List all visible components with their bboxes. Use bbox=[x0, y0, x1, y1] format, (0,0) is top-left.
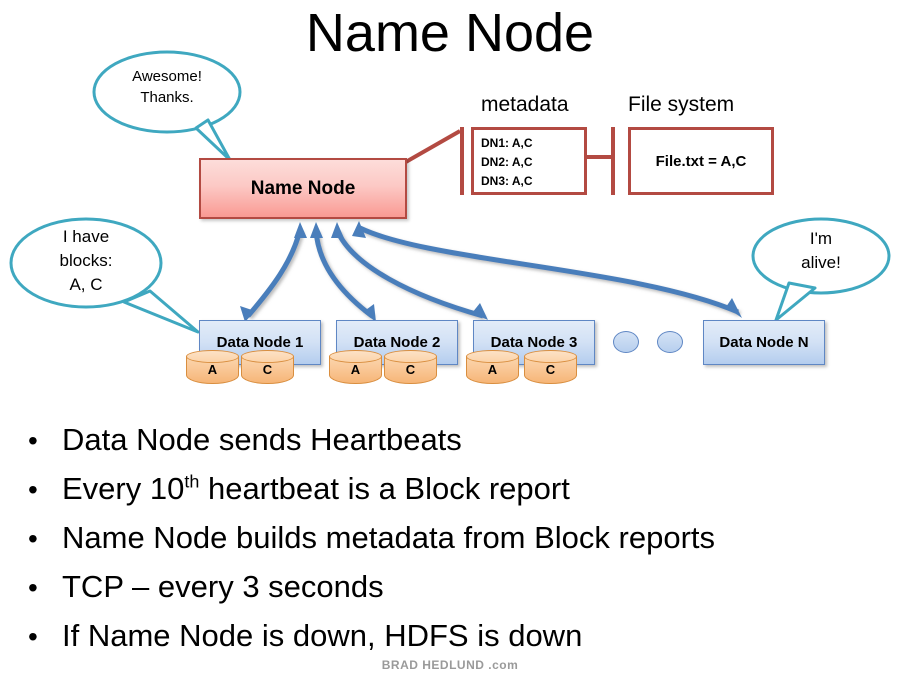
bullet-text: Data Node sends Heartbeats bbox=[62, 418, 462, 462]
list-item: • TCP – every 3 seconds bbox=[28, 565, 884, 612]
metadata-row: DN2: A,C bbox=[481, 155, 533, 169]
namenode-metadata-connector bbox=[403, 129, 461, 165]
cylinder-top bbox=[186, 350, 239, 363]
name-node-label: Name Node bbox=[250, 177, 356, 199]
metadata-filesystem-connector-bar bbox=[587, 155, 613, 159]
metadata-left-connector-bar bbox=[460, 127, 464, 195]
arrow-namenode-datanode-1 bbox=[246, 229, 303, 318]
block-cylinder-dn3-c[interactable]: C bbox=[524, 350, 577, 386]
bubble-line: Awesome! bbox=[132, 68, 202, 85]
data-node-box-2[interactable]: Data Node 2 bbox=[336, 320, 458, 365]
arrowhead-up-1 bbox=[294, 222, 307, 238]
bullet-text: Name Node builds metadata from Block rep… bbox=[62, 516, 715, 560]
speech-bubble-data-node-n-heartbeat-text: I'm alive! bbox=[772, 227, 870, 275]
data-node-label: Data Node 3 bbox=[490, 334, 578, 351]
block-label: A bbox=[207, 362, 218, 377]
cylinder-top bbox=[524, 350, 577, 363]
bullet-text: If Name Node is down, HDFS is down bbox=[62, 614, 582, 658]
bubble-line: blocks: bbox=[59, 251, 113, 270]
cylinder-top bbox=[384, 350, 437, 363]
block-label: C bbox=[405, 362, 416, 377]
bullet-text-suffix: heartbeat is a Block report bbox=[199, 471, 570, 506]
file-system-left-connector-bar bbox=[611, 127, 615, 195]
arrow-namenode-datanode-2 bbox=[313, 229, 374, 318]
bubble-line: Thanks. bbox=[140, 89, 194, 106]
bullet-text-prefix: Data Node sends Heartbeats bbox=[62, 422, 462, 457]
name-node-box[interactable]: Name Node bbox=[199, 158, 407, 219]
data-node-box-n[interactable]: Data Node N bbox=[703, 320, 825, 365]
bullet-marker: • bbox=[28, 523, 38, 554]
metadata-heading: metadata bbox=[481, 93, 569, 116]
bullet-marker: • bbox=[28, 621, 38, 652]
arrow-namenode-datanode-n bbox=[358, 225, 739, 315]
data-node-label: Data Node 2 bbox=[353, 334, 441, 351]
ellipsis-dot-2 bbox=[657, 331, 683, 353]
block-cylinder-dn1-c[interactable]: C bbox=[241, 350, 294, 386]
list-item: • Data Node sends Heartbeats bbox=[28, 418, 884, 465]
footer-attribution: BRAD HEDLUND .com bbox=[381, 658, 519, 672]
file-system-entry: File.txt = A,C bbox=[655, 152, 747, 170]
ellipsis-dot-1 bbox=[613, 331, 639, 353]
list-item: • Every 10th heartbeat is a Block report bbox=[28, 467, 884, 514]
block-cylinder-dn3-a[interactable]: A bbox=[466, 350, 519, 386]
bubble-line: alive! bbox=[801, 253, 841, 272]
speech-bubble-data-node-1-report-text: I have blocks: A, C bbox=[24, 225, 148, 297]
block-label: C bbox=[262, 362, 273, 377]
bullet-text-prefix: If Name Node is down, HDFS is down bbox=[62, 618, 583, 653]
file-system-heading: File system bbox=[628, 93, 735, 116]
arrowhead-down-3 bbox=[472, 303, 488, 320]
list-item: • Name Node builds metadata from Block r… bbox=[28, 516, 884, 563]
speech-bubble-name-node-reply-text: Awesome! Thanks. bbox=[103, 66, 231, 108]
block-cylinder-dn2-a[interactable]: A bbox=[329, 350, 382, 386]
data-node-label: Data Node N bbox=[719, 334, 809, 351]
metadata-row: DN3: A,C bbox=[481, 174, 533, 188]
bullet-marker: • bbox=[28, 425, 38, 456]
bullet-marker: • bbox=[28, 474, 38, 505]
bullet-text: TCP – every 3 seconds bbox=[62, 565, 384, 609]
bullet-text-sup: th bbox=[184, 471, 200, 492]
bullet-text-prefix: Name Node builds metadata from Block rep… bbox=[62, 520, 716, 555]
bullet-text: Every 10th heartbeat is a Block report bbox=[62, 467, 570, 511]
data-node-label: Data Node 1 bbox=[216, 334, 304, 351]
arrow-namenode-datanode-3 bbox=[334, 228, 484, 319]
list-item: • If Name Node is down, HDFS is down bbox=[28, 614, 884, 661]
metadata-box[interactable]: DN1: A,C DN2: A,C DN3: A,C bbox=[471, 127, 587, 195]
arrowhead-down-4 bbox=[726, 298, 742, 318]
bubble-line: I'm bbox=[809, 229, 833, 248]
cylinder-top bbox=[241, 350, 294, 363]
bullet-text-prefix: TCP – every 3 seconds bbox=[62, 569, 384, 604]
cylinder-top bbox=[329, 350, 382, 363]
block-cylinder-dn2-c[interactable]: C bbox=[384, 350, 437, 386]
block-label: C bbox=[545, 362, 556, 377]
arrowhead-up-2 bbox=[310, 222, 323, 238]
cylinder-top bbox=[466, 350, 519, 363]
metadata-row: DN1: A,C bbox=[481, 136, 533, 150]
bullet-text-prefix: Every 10 bbox=[62, 471, 185, 506]
page-title: Name Node bbox=[305, 3, 595, 63]
arrowhead-up-3 bbox=[331, 222, 344, 238]
block-cylinder-dn1-a[interactable]: A bbox=[186, 350, 239, 386]
bubble-line: A, C bbox=[69, 275, 103, 294]
block-label: A bbox=[487, 362, 498, 377]
bullet-list: • Data Node sends Heartbeats • Every 10t… bbox=[28, 418, 884, 663]
file-system-box[interactable]: File.txt = A,C bbox=[628, 127, 774, 195]
arrowhead-up-4 bbox=[352, 221, 366, 238]
bullet-marker: • bbox=[28, 572, 38, 603]
bubble-line: I have bbox=[62, 227, 110, 246]
block-label: A bbox=[350, 362, 361, 377]
